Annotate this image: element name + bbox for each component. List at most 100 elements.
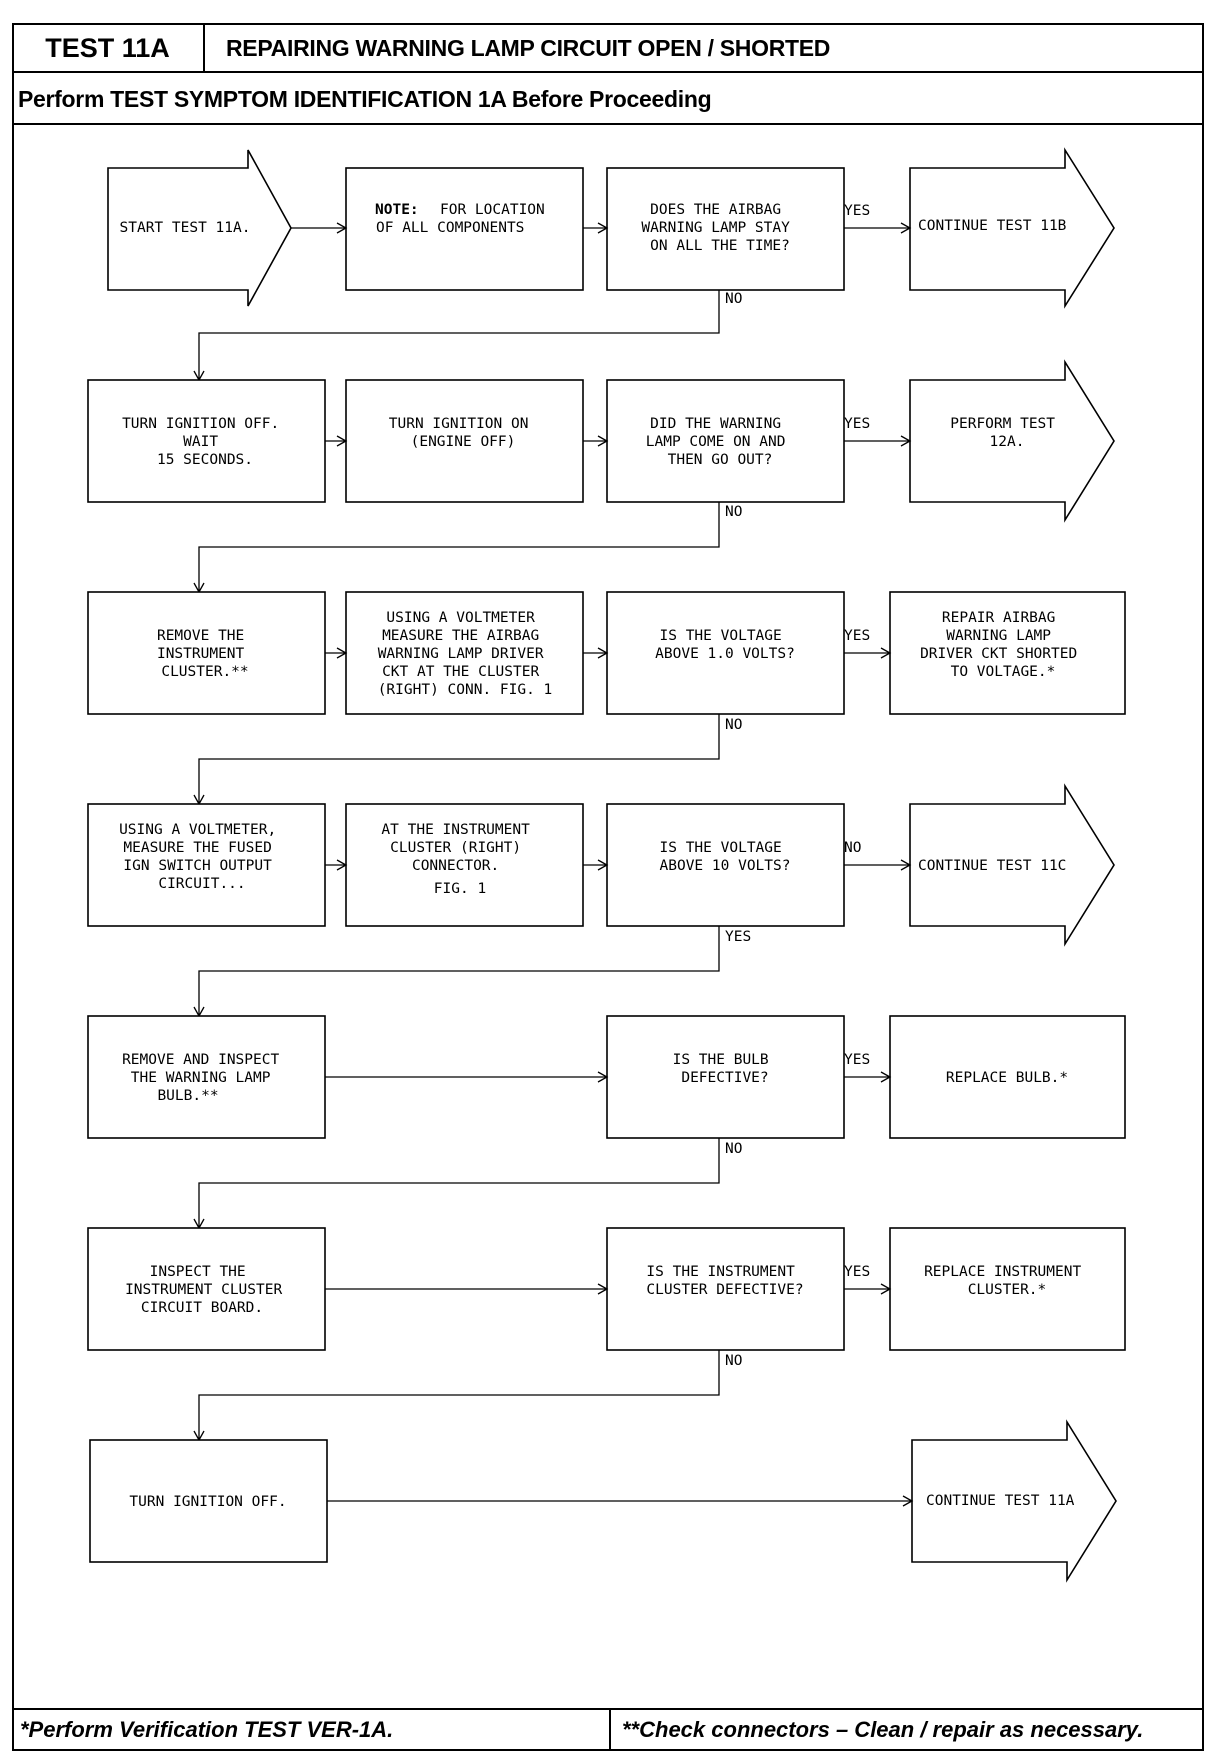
r7-arrow-shape [911,1419,1117,1583]
header-row [12,23,1204,73]
box-s6a [87,1227,326,1351]
box-r5 [889,1015,1126,1139]
node-s3b-line: USING A VOLTMETER [386,610,535,626]
node-s2a-line: 15 SECONDS. [157,452,253,468]
node-q2-line: THEN GO OUT? [668,452,773,468]
node-q1-line: DOES THE AIRBAG [650,202,781,218]
node-q1-line: ON ALL THE TIME? [650,238,790,254]
footer-divider [12,1708,1204,1710]
node-start-line: START TEST 11A. [120,220,251,236]
node-q6: IS THE INSTRUMENT CLUSTER DEFECTIVE? [646,1264,803,1298]
node-q4-line: ABOVE 10 VOLTS? [660,858,791,874]
node-s3b-line: CKT AT THE CLUSTER [382,664,539,680]
node-q2-line: LAMP COME ON AND [646,434,786,450]
node-s5a-line: BULB.** [157,1088,218,1104]
node-r3-line: DRIVER CKT SHORTED [920,646,1077,662]
no-label: NO [725,717,742,733]
node-q3-line: IS THE VOLTAGE [660,628,782,644]
header-divider [12,123,1204,125]
node-s3a-line: INSTRUMENT [157,646,245,662]
node-q5-line: IS THE BULB [673,1052,769,1068]
node-r6: REPLACE INSTRUMENT CLUSTER.* [924,1264,1090,1298]
no-label: NO [725,1353,742,1369]
node-r6-line: REPLACE INSTRUMENT [924,1264,1081,1280]
no-label: NO [725,1141,742,1157]
node-s5a-line: THE WARNING LAMP [131,1070,271,1086]
node-s7a-line: TURN IGNITION OFF. [129,1494,286,1510]
page-frame [12,23,1204,1751]
node-s3b-line: WARNING LAMP DRIVER [378,646,544,662]
box-q3 [606,591,845,715]
box-q4 [606,803,845,927]
page-title: REPAIRING WARNING LAMP CIRCUIT OPEN / SH… [226,35,831,61]
yes-label: YES [844,628,870,644]
node-s3a-line: CLUSTER.** [161,664,248,680]
node-s3b-line: (RIGHT) CONN. FIG. 1 [378,682,553,698]
node-r5: REPLACE BULB.* [946,1070,1068,1086]
node-q3-line: ABOVE 1.0 VOLTS? [655,646,795,662]
box-s2b [345,379,584,503]
no-label: NO [844,840,861,856]
node-q2: DID THE WARNING LAMP COME ON AND THEN GO… [646,416,794,468]
node-start: START TEST 11A. [120,220,251,236]
box-s4b [345,803,584,927]
box-q2 [606,379,845,503]
node-s2b: TURN IGNITION ON (ENGINE OFF) [389,416,537,450]
node-s4a-line: IGN SWITCH OUTPUT [123,858,272,874]
node-s4a: USING A VOLTMETER, MEASURE THE FUSED IGN… [119,822,285,892]
node-r6-line: CLUSTER.* [968,1282,1047,1298]
yes-label: YES [844,1052,870,1068]
page-subtitle: Perform TEST SYMPTOM IDENTIFICATION 1A B… [18,86,712,112]
node-s2a: TURN IGNITION OFF. WAIT 15 SECONDS. [122,416,288,468]
yes-label: YES [725,929,751,945]
node-s3b-line: MEASURE THE AIRBAG [382,628,539,644]
test-id: TEST 11A [12,23,205,73]
box-q5 [606,1015,845,1139]
node-r2: PERFORM TEST 12A. [950,416,1064,450]
box-s4a [87,803,326,927]
node-r1-line: CONTINUE TEST 11B [918,218,1067,234]
yes-label: YES [844,203,870,219]
node-r3: REPAIR AIRBAG WARNING LAMP DRIVER CKT SH… [920,610,1086,680]
node-s4b-line: FIG. 1 [434,881,486,897]
node-s4a-line: USING A VOLTMETER, [119,822,276,838]
node-s2b-line: (ENGINE OFF) [411,434,516,450]
box-r6 [889,1227,1126,1351]
node-r2-line: PERFORM TEST [950,416,1055,432]
node-s4b: AT THE INSTRUMENT CLUSTER (RIGHT) CONNEC… [381,822,538,897]
node-s3a: REMOVE THE INSTRUMENT CLUSTER.** [157,628,253,680]
node-q5: IS THE BULB DEFECTIVE? [673,1052,778,1086]
box-s5a [87,1015,326,1139]
no-label: NO [725,291,742,307]
node-r4: CONTINUE TEST 11C [918,858,1066,874]
box-q1 [606,167,845,291]
node-r3-line: TO VOLTAGE.* [951,664,1056,680]
node-r7-line: CONTINUE TEST 11A [926,1493,1075,1509]
node-note-line: OF ALL COMPONENTS [376,220,524,236]
note-prefix: NOTE: [375,202,419,218]
box-r3 [889,591,1126,715]
node-s6a: INSPECT THE INSTRUMENT CLUSTER CIRCUIT B… [125,1264,291,1316]
node-q3: IS THE VOLTAGE ABOVE 1.0 VOLTS? [655,628,795,662]
node-q4: IS THE VOLTAGE ABOVE 10 VOLTS? [660,840,791,874]
r2-arrow-shape [909,359,1115,523]
box-s3a [87,591,326,715]
node-s6a-line: CIRCUIT BOARD. [141,1300,263,1316]
node-s6a-line: INSPECT THE [150,1264,246,1280]
yes-label: YES [844,416,870,432]
node-q6-line: IS THE INSTRUMENT [646,1264,795,1280]
node-r4-line: CONTINUE TEST 11C [918,858,1066,874]
node-s4b-line: CONNECTOR. [412,858,499,874]
node-q1-line: WARNING LAMP STAY [641,220,790,236]
node-r1: CONTINUE TEST 11B [918,218,1067,234]
node-s2a-line: TURN IGNITION OFF. [122,416,279,432]
box-s3b [345,591,584,715]
node-s5a-line: REMOVE AND INSPECT [122,1052,279,1068]
node-s6a-line: INSTRUMENT CLUSTER [125,1282,282,1298]
node-q1: DOES THE AIRBAG WARNING LAMP STAY ON ALL… [641,202,798,254]
box-note [345,167,584,291]
node-q4-line: IS THE VOLTAGE [660,840,782,856]
node-s4a-line: CIRCUIT... [158,876,245,892]
start-arrow-shape [107,149,292,307]
node-note-line: FOR LOCATION [440,202,545,218]
